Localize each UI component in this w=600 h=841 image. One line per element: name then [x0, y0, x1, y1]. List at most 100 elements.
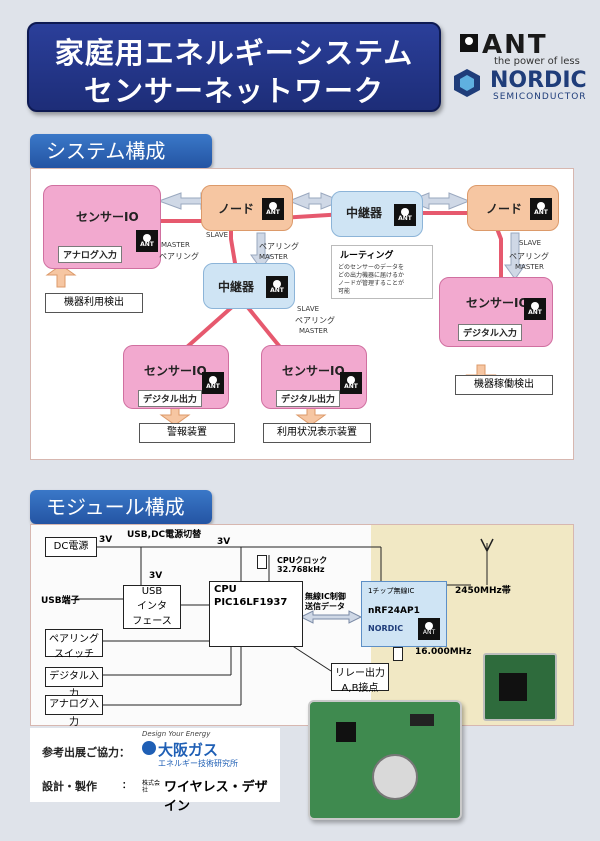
- pairing-label: ペアリング: [295, 316, 335, 325]
- ant-badge-icon: ANT: [266, 276, 288, 298]
- routing-text-3: ノードが管理することが: [338, 280, 405, 287]
- credits-panel: 参考出展ご協力： Design Your Energy 大阪ガス エネルギー技術…: [30, 728, 280, 814]
- sensor-io-label: センサーIO: [144, 364, 207, 378]
- relay-top: 中継器 ANT: [331, 191, 423, 237]
- analog-input-label: アナログ入力: [58, 246, 122, 263]
- module-wiring: [75, 538, 494, 706]
- pairing-label: ペアリング: [159, 252, 199, 261]
- osaka-gas-name: 大阪ガス: [158, 741, 219, 759]
- usb-if-line-2: インタ: [137, 601, 167, 612]
- cpu-clock-label: CPUクロック: [277, 556, 328, 565]
- voltage-label: 3V: [149, 571, 163, 581]
- sensor-io-digital-output-2: センサーIO デジタル出力 ANT: [261, 345, 367, 409]
- pairing-label: ペアリング: [259, 242, 299, 251]
- main-board-photo: [308, 700, 462, 820]
- slave-label: SLAVE: [297, 305, 320, 313]
- system-diagram-panel: センサーIO アナログ入力 ANT ノード ANT 中継器 ANT ノード AN…: [30, 168, 574, 460]
- voltage-label: 3V: [99, 535, 113, 545]
- dc-power-block: DC電源: [45, 537, 97, 557]
- digital-output-label: デジタル出力: [138, 390, 202, 407]
- title-banner: 家庭用エネルギーシステム センサーネットワーク: [27, 22, 441, 112]
- slave-label: SLAVE: [519, 239, 542, 247]
- routing-text-2: どの出力機器に届けるか: [338, 272, 405, 279]
- ant-badge-icon: ANT: [418, 618, 440, 640]
- sensor-io-label: センサーIO: [282, 364, 345, 378]
- master-label: MASTER: [515, 263, 544, 271]
- sensor-io-label: センサーIO: [466, 296, 529, 310]
- sensor-io-label: センサーIO: [76, 210, 139, 224]
- sensor-io-digital-output-1: センサーIO デジタル出力 ANT: [123, 345, 229, 409]
- made-by-label: 設計・製作: [42, 780, 97, 793]
- cpu-block: CPU PIC16LF1937: [209, 581, 303, 647]
- ant-badge-icon: ANT: [340, 372, 362, 394]
- relay-center-label: 中継器: [218, 280, 255, 294]
- node-left: ノード ANT: [201, 185, 293, 231]
- relay-output-block: リレー出力 A,B接点: [331, 663, 389, 694]
- ant-badge-icon: ANT: [530, 198, 552, 220]
- ant-badge-icon: ANT: [524, 298, 546, 320]
- chip-icon: [336, 722, 356, 742]
- equip-use-detect-box: 機器利用検出: [45, 293, 143, 313]
- crystal-icon: [257, 555, 267, 569]
- module-board-photo: [483, 653, 557, 721]
- ant-tagline: the power of less: [494, 56, 580, 67]
- pairing-switch-block[interactable]: ペアリング スイッチ: [45, 629, 103, 660]
- osaka-gas-sub: エネルギー技術研究所: [158, 759, 238, 768]
- master-label: MASTER: [259, 253, 288, 261]
- made-by-colon: ：: [122, 781, 132, 791]
- ant-badge-icon: ANT: [394, 204, 416, 226]
- usb-interface-block: USB インタ フェース: [123, 585, 181, 629]
- wireless-ic-block: 1チップ無線IC nRF24AP1 NORDIC ANT: [361, 581, 447, 647]
- connector-icon: [410, 714, 434, 726]
- routing-title: ルーティング: [340, 251, 394, 261]
- cpu-model: PIC16LF1937: [214, 597, 288, 608]
- title-line-2: センサーネットワーク: [83, 74, 384, 108]
- ant-logo-text: ANT: [482, 30, 548, 60]
- master-label: MASTER: [299, 327, 328, 335]
- relay-out-line-1: リレー出力: [335, 668, 385, 679]
- relay-top-label: 中継器: [346, 206, 383, 220]
- nordic-logo-sub: SEMICONDUCTOR: [493, 92, 587, 102]
- ic-name: nRF24AP1: [368, 606, 420, 616]
- maker-prefix: 株式会社: [142, 780, 161, 794]
- antenna-icon: [480, 538, 494, 553]
- usb-port-label: USB端子: [41, 596, 80, 606]
- digital-input-label: デジタル入力: [458, 324, 522, 341]
- coin-cell-icon: [372, 754, 418, 800]
- usb-if-line-1: USB: [141, 586, 163, 597]
- ant-logo-icon: [460, 34, 478, 52]
- usage-display-box: 利用状況表示装置: [263, 423, 371, 443]
- pairing-sw-line-2: スイッチ: [54, 649, 94, 660]
- cpu-label: CPU: [214, 584, 237, 595]
- node-right: ノード ANT: [467, 185, 559, 231]
- analog-input-block: アナログ入力: [45, 695, 103, 728]
- nordic-logo-text: NORDIC: [490, 68, 587, 93]
- sensor-io-digital-input: センサーIO デジタル入力 ANT: [439, 277, 553, 347]
- title-line-1: 家庭用エネルギーシステム: [54, 36, 414, 70]
- digital-output-label: デジタル出力: [276, 390, 340, 407]
- maker-name: ワイヤレス・デザイン: [164, 780, 268, 814]
- nordic-logo-icon: [452, 68, 482, 98]
- alarm-box: 警報装置: [139, 423, 235, 443]
- usb-if-line-3: フェース: [132, 616, 172, 627]
- wireless-ctrl-label-2: 送信データ: [305, 602, 345, 611]
- nordic-chip-logo: NORDIC: [368, 624, 404, 633]
- ant-badge-icon: ANT: [136, 230, 158, 252]
- digital-input-block: デジタル入力: [45, 667, 103, 700]
- master-label: MASTER: [161, 241, 190, 249]
- slave-label: SLAVE: [206, 231, 229, 239]
- section-title-module: モジュール構成: [30, 490, 212, 524]
- ant-badge-icon: ANT: [262, 198, 284, 220]
- module-diagram-panel: DC電源 3V USB,DC電源切替 3V 3V USB端子 USB インタ フ…: [30, 524, 574, 728]
- xtal-label: 16.000MHz: [415, 647, 472, 657]
- cooperation-label: 参考出展ご協力：: [42, 746, 130, 759]
- ant-badge-icon: ANT: [202, 372, 224, 394]
- node-left-label: ノード: [218, 202, 255, 216]
- equip-run-detect-box: 機器稼働検出: [455, 375, 553, 395]
- routing-text-1: どのセンサーのデータを: [338, 264, 405, 271]
- relay-out-line-2: A,B接点: [341, 683, 379, 694]
- cpu-clock-freq: 32.768kHz: [277, 565, 325, 574]
- usb-dc-switch-label: USB,DC電源切替: [127, 530, 202, 540]
- node-right-label: ノード: [486, 202, 523, 216]
- section-title-system: システム構成: [30, 134, 212, 168]
